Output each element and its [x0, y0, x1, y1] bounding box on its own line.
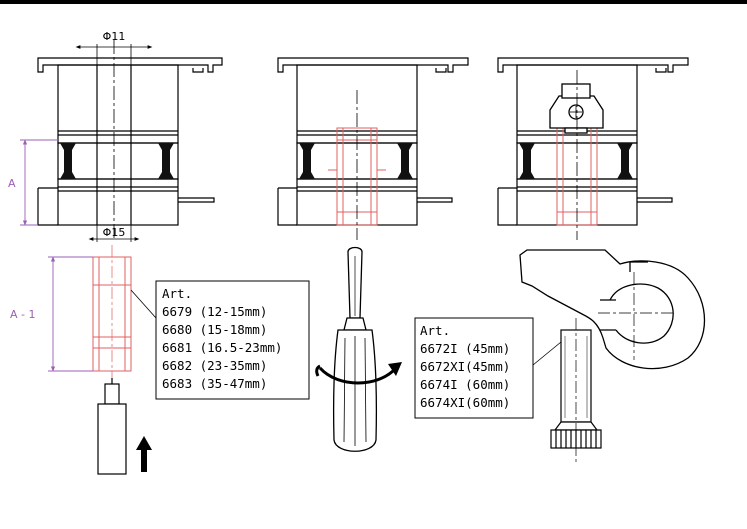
- profile-section-2: [277, 57, 469, 226]
- bushing-row: 6679 (12-15mm): [162, 304, 267, 319]
- height-dim-a: [20, 139, 58, 226]
- hinge-clamp-3: [549, 83, 604, 134]
- bushing-row: 6683 (35-47mm): [162, 376, 267, 391]
- diameter-dim-bottom: Φ15: [88, 225, 140, 242]
- diameter-top-label: Φ11: [103, 30, 126, 43]
- diameter-dim-top: Φ11: [75, 30, 153, 65]
- up-arrow-icon: [136, 436, 152, 472]
- height-dim-a-minus-1: [48, 256, 93, 372]
- bushing-row: 6680 (15-18mm): [162, 322, 267, 337]
- gasket-pair-1: [60, 143, 174, 179]
- screwdriver-icon: [332, 246, 378, 452]
- screw-row: 6674XI(60mm): [420, 395, 510, 410]
- bushing-row: 6682 (23-35mm): [162, 358, 267, 373]
- height-a-minus-1-label: A - 1: [10, 308, 36, 321]
- gasket-pair-2: [299, 143, 413, 179]
- diameter-bottom-label: Φ15: [103, 226, 126, 239]
- bushing-article-table: Art. 6679 (12-15mm) 6680 (15-18mm) 6681 …: [155, 280, 310, 400]
- bushing-row: 6681 (16.5-23mm): [162, 340, 282, 355]
- profile-section-3: [497, 57, 689, 226]
- rotate-arrow-icon: [315, 362, 402, 385]
- bushing-leader: [130, 289, 157, 319]
- profile-section-1: [37, 57, 223, 226]
- height-a-label: A: [8, 177, 16, 190]
- screw-row: 6672I (45mm): [420, 341, 510, 356]
- screw-leader: [532, 341, 562, 366]
- gasket-pair-3: [519, 143, 633, 179]
- screw-table-header: Art.: [420, 323, 450, 338]
- top-border: [0, 0, 747, 4]
- screw-article-table: Art. 6672I (45mm) 6672XI(45mm) 6674I (60…: [414, 317, 534, 419]
- bushing-table-header: Art.: [162, 286, 192, 301]
- screw-row: 6672XI(45mm): [420, 359, 510, 374]
- insertion-tool: [97, 378, 127, 475]
- screw-row: 6674I (60mm): [420, 377, 510, 392]
- hinge-bracket-part: [519, 249, 706, 370]
